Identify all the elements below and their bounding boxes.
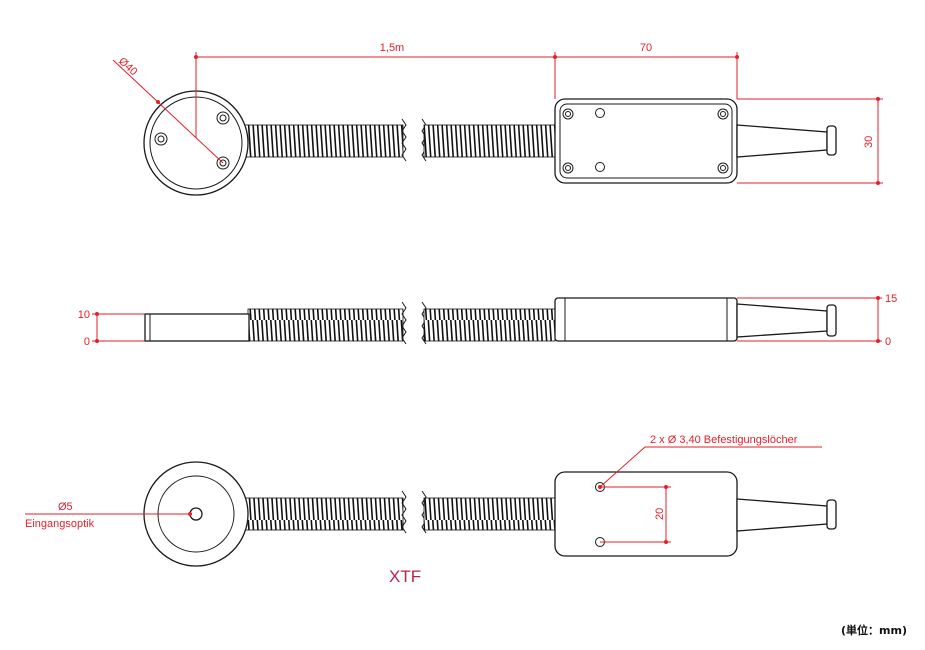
- side-right-top-label: 15: [885, 293, 897, 305]
- top-view: 1,5m 70 Ø40 30: [112, 42, 883, 196]
- box-screw-3: [562, 162, 574, 174]
- side-connector: [736, 303, 828, 338]
- box-screw-2: [717, 108, 729, 120]
- unit-note: (単位：mm): [841, 623, 907, 637]
- side-left-top-label: 10: [78, 309, 90, 321]
- bottom-connector: [736, 498, 828, 532]
- product-name: XTF: [389, 567, 421, 586]
- box-screw-2-inner: [720, 111, 726, 117]
- box-screw-3-inner: [565, 165, 571, 171]
- side-left-bottom-label: 0: [84, 336, 90, 348]
- optic-name-label: Eingangsoptik: [25, 518, 95, 530]
- side-view: 10 0 15 0: [78, 293, 898, 348]
- box-hole-top: [595, 108, 605, 118]
- box-screw-4-inner: [720, 165, 726, 171]
- cable-length-label: 1,5m: [380, 42, 404, 54]
- disc-screw-top: [216, 111, 230, 125]
- disc-screw-left-inner: [157, 135, 165, 143]
- side-connector-cap: [826, 304, 837, 337]
- hole-spacing-label: 20: [654, 508, 666, 520]
- top-box-outer: [554, 98, 738, 184]
- box-screw-1-inner: [565, 111, 571, 117]
- top-break-left: [401, 118, 407, 162]
- side-cable-left: [247, 308, 404, 342]
- side-cable-right: [423, 308, 556, 342]
- bottom-view: Ø5 Eingangsoptik 2 x Ø 3,40 Befestigungs…: [25, 434, 837, 567]
- top-cable-left: [242, 124, 404, 158]
- bottom-box: [554, 471, 738, 557]
- box-width-label: 30: [863, 136, 875, 148]
- top-cable-right: [423, 124, 556, 158]
- disc-screw-bottom: [216, 156, 230, 170]
- bottom-cable-left: [242, 497, 404, 531]
- bottom-cable-right: [423, 497, 556, 531]
- top-box-inner: [559, 103, 733, 179]
- box-hole-bottom: [595, 162, 605, 172]
- box-length-label: 70: [640, 42, 652, 54]
- box-screw-1: [562, 108, 574, 120]
- optic-diameter-label: Ø5: [58, 501, 73, 513]
- side-break-left: [401, 301, 407, 345]
- side-right-bottom-label: 0: [885, 336, 891, 348]
- top-connector-cap: [826, 125, 837, 156]
- side-box: [554, 297, 738, 342]
- disc-screw-top-inner: [219, 114, 227, 122]
- holes-label: 2 x Ø 3,40 Befestigungslöcher: [650, 434, 798, 446]
- disc-screw-left: [154, 132, 168, 146]
- bottom-break-left: [401, 490, 407, 534]
- disc-screw-bottom-inner: [219, 159, 227, 167]
- disc-diameter-label: Ø40: [116, 55, 139, 78]
- top-connector: [736, 124, 828, 158]
- box-screw-4: [717, 162, 729, 174]
- side-sensor-body: [144, 313, 250, 342]
- bottom-connector-cap: [826, 499, 837, 530]
